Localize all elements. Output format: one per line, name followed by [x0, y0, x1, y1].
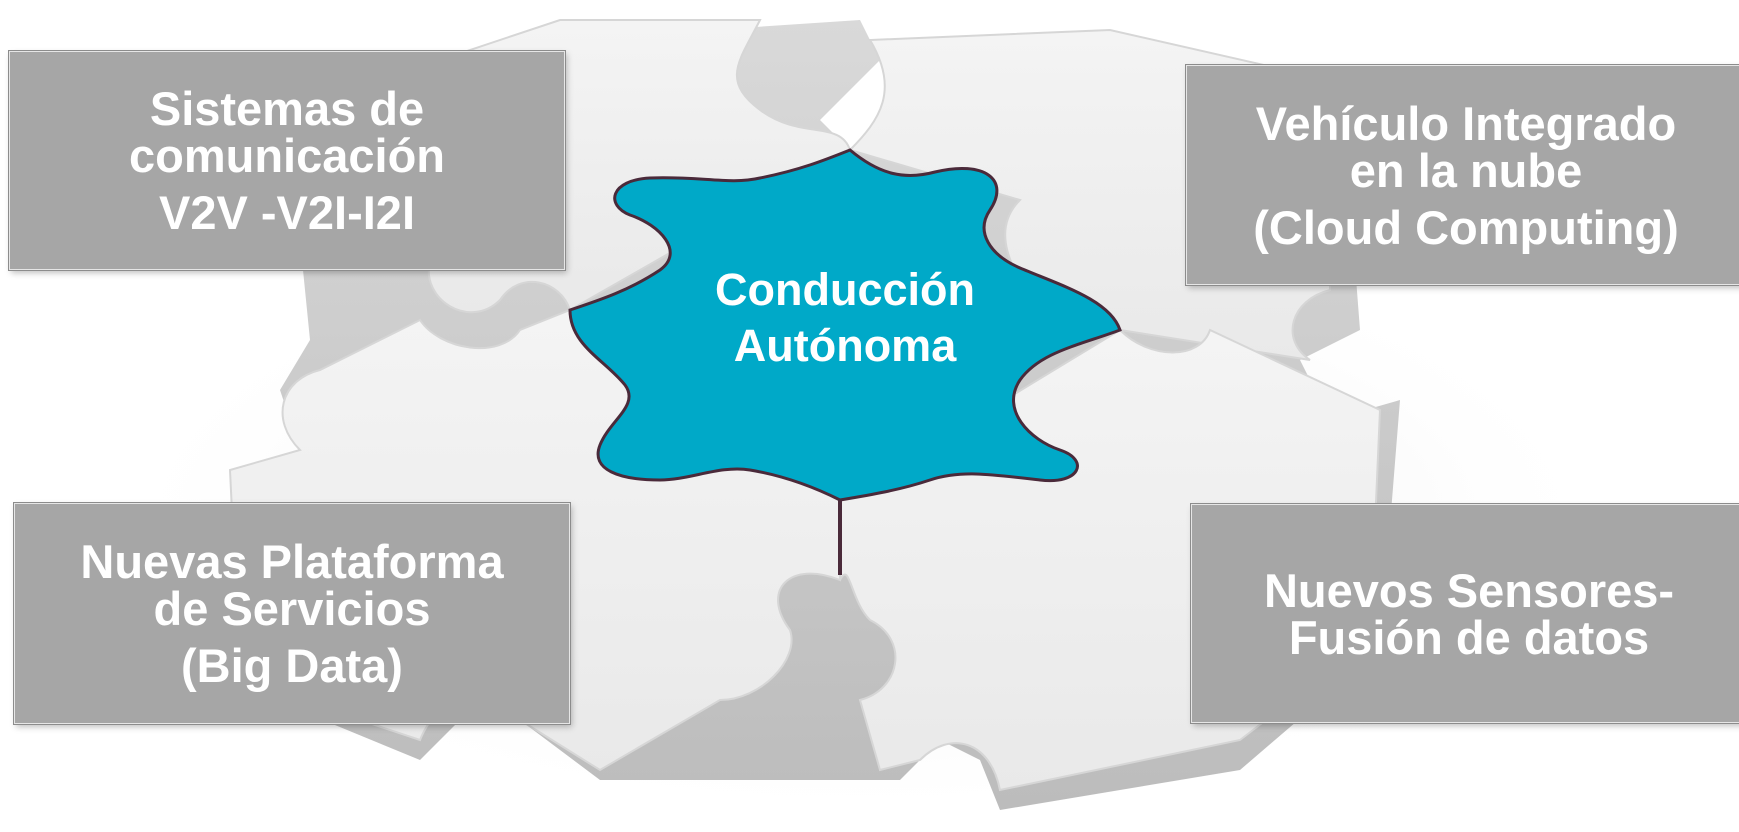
box-tr-line3: (Cloud Computing)	[1253, 200, 1679, 254]
box-sensor-fusion: Nuevos Sensores- Fusión de datos	[1191, 504, 1739, 723]
box-bl-line2: de Servicios	[153, 582, 431, 635]
box-communication-systems: Sistemas de comunicación V2V -V2I-I2I	[9, 51, 565, 270]
box-tr-line2: en la nube	[1349, 143, 1583, 197]
box-tl-line2: comunicación	[128, 129, 445, 182]
center-label-line2: Autónoma	[733, 320, 957, 372]
center-label-line1: Conducción	[715, 264, 975, 315]
box-bl-line3: (Big Data)	[181, 639, 403, 692]
box-br-line1: Nuevos Sensores-	[1263, 563, 1675, 617]
center-piece	[568, 148, 1122, 502]
box-cloud-computing: Vehículo Integrado en la nube (Cloud Com…	[1186, 65, 1739, 285]
center-label: Conducción Autónoma	[645, 262, 1045, 375]
box-big-data: Nuevas Plataforma de Servicios (Big Data…	[14, 503, 570, 724]
box-tl-line3: V2V -V2I-I2I	[159, 186, 415, 239]
box-tl-line1: Sistemas de	[149, 82, 425, 135]
box-tr-line1: Vehículo Integrado	[1255, 96, 1677, 150]
box-br-line2: Fusión de datos	[1288, 610, 1650, 664]
box-bl-line1: Nuevas Plataforma	[80, 535, 504, 588]
